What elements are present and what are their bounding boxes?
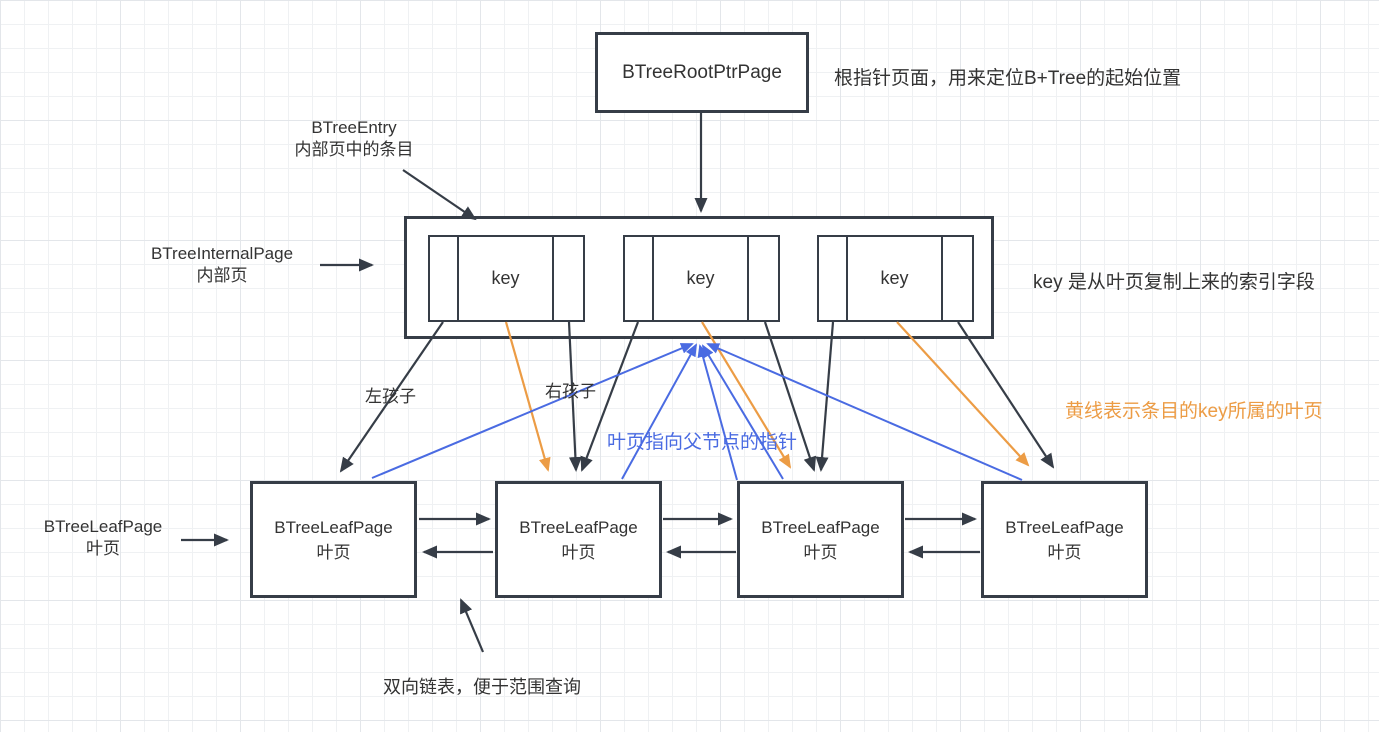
leaf-2-title: BTreeLeafPage — [519, 517, 638, 537]
arrow-entry-label — [402, 169, 477, 221]
root-note: 根指针页面，用来定位B+Tree的起始位置 — [834, 68, 1182, 89]
entry-3-right-pointer-cell — [941, 237, 972, 320]
arrow-leaf3-left-parent-pointer — [697, 344, 738, 481]
leaf-page-node-1: BTreeLeafPage 叶页 — [250, 481, 417, 598]
arrow-linked-list-note — [459, 598, 485, 653]
entry-label-line2: 内部页中的条目 — [294, 140, 414, 159]
leaf-2-subtitle: 叶页 — [561, 542, 596, 562]
arrow-leaf3-parent-pointer — [701, 344, 784, 480]
leaf-3-title: BTreeLeafPage — [761, 517, 880, 537]
internal-page-label: BTreeInternalPage 内部页 — [151, 243, 293, 287]
key-note: key 是从叶页复制上来的索引字段 — [1033, 272, 1315, 293]
arrow-entry3-left-child — [815, 321, 835, 472]
entry-label: BTreeEntry 内部页中的条目 — [295, 117, 414, 161]
left-child-label: 左孩子 — [365, 387, 416, 406]
arrow-leaf2-parent-pointer — [621, 343, 697, 480]
root-ptr-page-node: BTreeRootPtrPage — [595, 32, 809, 113]
leaf-1-title: BTreeLeafPage — [274, 517, 393, 537]
entry-2-right-pointer-cell — [747, 237, 778, 320]
internal-page-label-line1: BTreeInternalPage — [150, 244, 294, 263]
entry-1-left-pointer-cell — [430, 237, 459, 320]
leaf-4-subtitle: 叶页 — [1047, 542, 1082, 562]
entry-label-line1: BTreeEntry — [311, 118, 397, 137]
leaf-3-subtitle: 叶页 — [803, 542, 838, 562]
entry-1-key-cell: key — [491, 268, 520, 288]
leaf-page-label-line1: BTreeLeafPage — [43, 517, 163, 536]
entry-2-key-cell: key — [686, 268, 715, 288]
leaf-page-label: BTreeLeafPage 叶页 — [44, 516, 162, 560]
leaf-page-label-line2: 叶页 — [85, 539, 120, 558]
entry-3-key-cell: key — [880, 268, 909, 288]
orange-line-note: 黄线表示条目的key所属的叶页 — [1065, 401, 1323, 422]
root-ptr-page-label: BTreeRootPtrPage — [622, 61, 782, 83]
arrow-leaf4-parent-pointer — [706, 343, 1023, 481]
internal-page-label-line2: 内部页 — [196, 266, 248, 285]
entry-1-right-pointer-cell — [552, 237, 583, 320]
leaf-page-node-3: BTreeLeafPage 叶页 — [737, 481, 904, 598]
leaf-1-subtitle: 叶页 — [316, 542, 351, 562]
right-child-label: 右孩子 — [545, 382, 596, 401]
linked-list-note: 双向链表，便于范围查询 — [383, 677, 581, 697]
btree-entry-2: key — [623, 235, 780, 322]
arrow-key1-source-leaf — [504, 321, 551, 472]
leaf-page-node-2: BTreeLeafPage 叶页 — [495, 481, 662, 598]
leaf-4-title: BTreeLeafPage — [1005, 517, 1124, 537]
btree-entry-3: key — [817, 235, 974, 322]
btree-entry-1: key — [428, 235, 585, 322]
arrow-leaf1-parent-pointer — [371, 343, 694, 479]
arrow-key3-source-leaf — [896, 321, 1030, 467]
parent-pointer-note: 叶页指向父节点的指针 — [607, 432, 798, 453]
entry-2-left-pointer-cell — [625, 237, 654, 320]
leaf-page-node-4: BTreeLeafPage 叶页 — [981, 481, 1148, 598]
arrow-entry3-right-child — [957, 321, 1055, 469]
entry-3-left-pointer-cell — [819, 237, 848, 320]
